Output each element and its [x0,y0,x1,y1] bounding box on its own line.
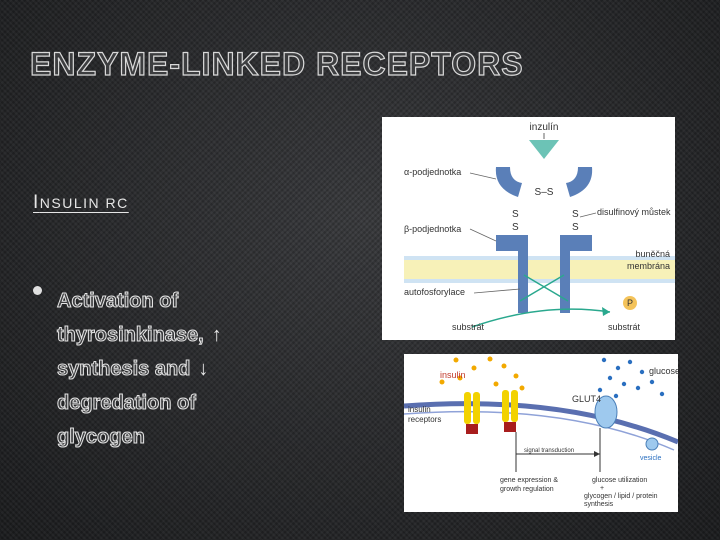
s-label-1: S [512,209,519,220]
bullet-text: Activation of thyrosinkinase, ↑ synthesis… [56,284,357,454]
glucose-label: glucose [649,366,678,376]
s-label-4: S [572,222,579,233]
insulin-molecules [439,356,525,391]
bullet-line-2: thyrosinkinase, ↑ [57,318,357,352]
subtitle-insulin-rc: INSULIN RC [33,192,129,214]
glut4-transporter-icon [594,395,618,429]
receptors-label-2: receptors [408,415,441,424]
signaling-diagram-svg: insulin glucose GLUT4 vesicle insuli [403,356,680,508]
autophosphorylation-label: autofosforylace [404,287,465,297]
cell-membrane-inner [403,410,675,451]
autophos-pointer [473,288,521,294]
plus-label: + [600,485,604,492]
alpha-subunit-left [495,167,522,197]
insulin-label: insulin [440,370,466,380]
substrate-arrow [471,308,611,328]
bullet-line-4: degredation of [57,392,197,415]
vesicle-icon [645,437,659,451]
signal-arrow-head [594,451,600,457]
receptors-label-1: insulin [408,405,431,414]
bullet-line-5: glycogen [57,426,146,449]
down-arrow-icon: ↓ [198,358,209,380]
autophos-arrow-1 [523,274,569,302]
s-label-2: S [512,222,519,233]
substrate-left-label: substrát [452,322,485,332]
bullet-line-3-text: synthesis and [56,358,191,381]
s-label-3: S [572,209,579,220]
glycogen-label-1: glycogen / lipid / protein [584,493,658,500]
bullet-line-2-text: thyrosinkinase, [57,324,205,347]
beta-pointer [469,228,497,242]
cell-membrane [404,260,675,279]
disulfide-bridge-label: disulfinový můstek [597,207,671,217]
insulin-receptor-2 [502,390,518,432]
phosphate-icon [623,296,637,310]
membrane-top-edge [404,256,675,260]
beta-subunit-left [496,235,528,313]
alpha-subunit-label: α-podjednotka [404,167,461,177]
membrane-label-2: membrána [627,261,670,271]
autophos-arrow-2 [519,274,565,302]
slide-title: ENZYME-LINKED RECEPTORS [29,45,524,82]
ss-bond-label: S–S [535,187,554,198]
glut4-label: GLUT4 [572,394,601,404]
membrane-bottom-edge [404,279,675,283]
signal-transduction-label: signal transduction [524,448,574,454]
up-arrow-icon: ↑ [211,324,222,346]
phosphate-label: P [627,298,633,308]
glycogen-label-2: synthesis [584,501,614,508]
bullet-line-1: Activation of [57,290,179,313]
subtitle-initial: I [33,192,40,213]
subtitle-rest: NSULIN RC [39,195,129,211]
substrate-right-label: substrát [608,322,641,332]
insulin-triangle-icon [529,140,559,159]
substrate-arrow-head [602,307,610,316]
alpha-pointer [469,172,497,180]
cell-membrane-arc [403,401,679,445]
insulin-signaling-diagram: insulin glucose GLUT4 vesicle insuli [403,354,680,512]
beta-subunit-label: β-podjednotka [404,224,461,234]
beta-subunit-right [560,235,592,313]
gene-label-1: gene expression & [500,477,558,484]
alpha-subunit-right [566,167,593,197]
insulin-label: inzulín [530,122,559,133]
bullet-line-3: synthesis and ↓ [56,352,357,386]
glucose-util-label: glucose utilization [592,477,647,484]
insulin-receptor-1 [464,392,480,434]
insulin-receptor-schematic: inzulín S–S S S S S P α-podjednotka β-po… [382,117,675,340]
receptor-schematic-svg: inzulín S–S S S S S P α-podjednotka β-po… [404,122,675,332]
bullet-dot [33,286,42,295]
disulfide-pointer [579,212,597,218]
membrane-label-1: buněčná [635,249,670,259]
gene-label-2: growth regulation [500,486,554,493]
glucose-molecules [597,357,665,399]
vesicle-label: vesicle [640,455,662,462]
